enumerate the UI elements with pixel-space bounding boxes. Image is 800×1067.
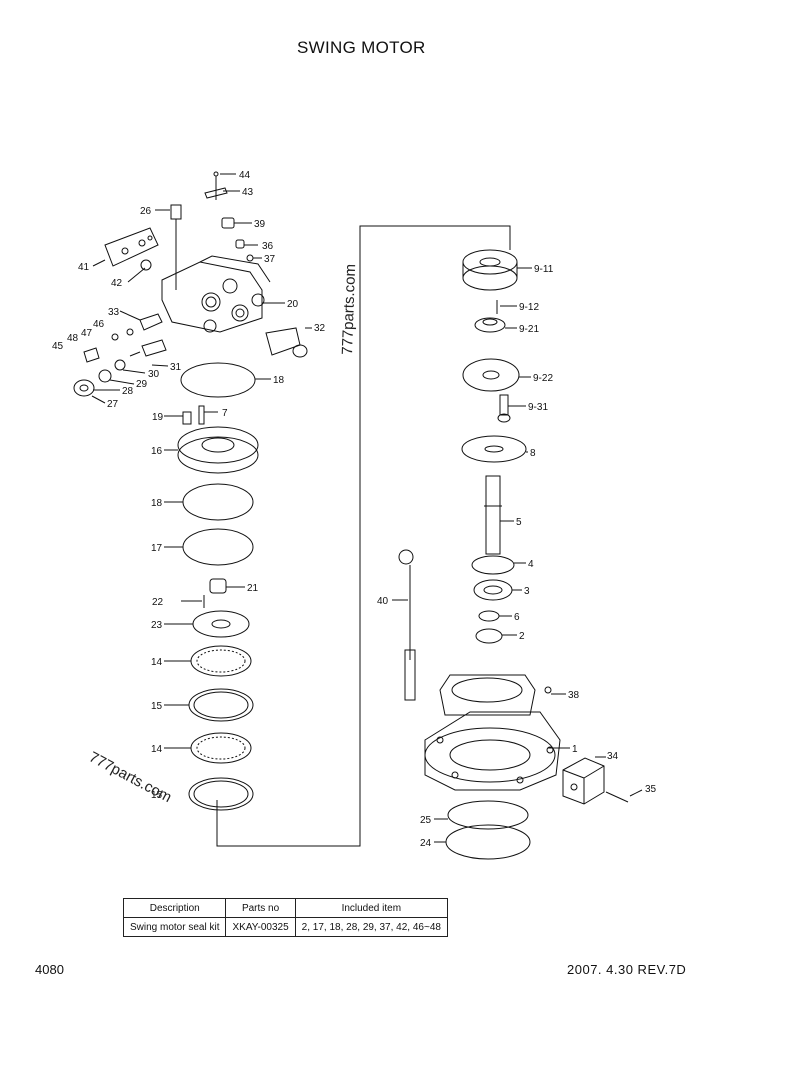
callout: 20 xyxy=(287,299,299,310)
callout: 38 xyxy=(568,690,580,701)
table-row: Swing motor seal kit XKAY-00325 2, 17, 1… xyxy=(122,917,448,937)
valve-block-assembly xyxy=(73,171,308,397)
callout: 9-11 xyxy=(534,264,554,275)
callout: 44 xyxy=(239,170,251,181)
callout: 8 xyxy=(530,448,536,459)
callout: 23 xyxy=(151,620,163,631)
drive-shaft-5 xyxy=(485,475,501,555)
o-ring-25 xyxy=(447,800,529,830)
callout: 15 xyxy=(151,701,163,712)
parts-table: Description Parts no Included item Swing… xyxy=(122,898,448,937)
callout: 36 xyxy=(262,241,274,252)
callout: 24 xyxy=(420,838,432,849)
callout: 27 xyxy=(107,399,119,410)
table-header-row: Description Parts no Included item xyxy=(122,898,448,918)
o-ring-18a xyxy=(180,362,256,398)
callout: 5 xyxy=(516,517,522,528)
table-cell: Swing motor seal kit xyxy=(122,917,227,937)
callout: 37 xyxy=(264,254,276,265)
callout: 30 xyxy=(148,369,160,380)
callout: 21 xyxy=(247,583,259,594)
callout: 17 xyxy=(151,543,163,554)
callout: 41 xyxy=(78,262,90,273)
column-header: Parts no xyxy=(225,898,296,918)
callout: 1 xyxy=(572,744,578,755)
callout: 9-31 xyxy=(528,402,548,413)
callout: 7 xyxy=(222,408,228,419)
plate-23 xyxy=(192,610,250,638)
page-number: 4080 xyxy=(35,962,64,977)
callout: 18 xyxy=(151,498,163,509)
cylinder-block-9-11 xyxy=(462,249,518,291)
callout: 31 xyxy=(170,362,182,373)
table-cell: 2, 17, 18, 28, 29, 37, 42, 46~48 xyxy=(294,917,448,937)
swash-plate-8 xyxy=(461,435,527,463)
callout: 39 xyxy=(254,219,266,230)
callout: 42 xyxy=(111,278,123,289)
o-ring-24 xyxy=(445,824,531,860)
callout: 48 xyxy=(67,333,79,344)
callout: 46 xyxy=(93,319,105,330)
callout: 16 xyxy=(151,446,163,457)
o-ring-17 xyxy=(182,528,254,566)
callout: 19 xyxy=(152,412,164,423)
assembly-connector-line xyxy=(216,225,511,847)
callout: 29 xyxy=(136,379,148,390)
callout: 34 xyxy=(607,751,619,762)
callout: 32 xyxy=(314,323,326,334)
separator-plate-15b xyxy=(188,777,254,811)
callout: 47 xyxy=(81,328,93,339)
callout: 15 xyxy=(151,790,163,801)
table-cell: XKAY-00325 xyxy=(225,917,296,937)
callout: 9-12 xyxy=(519,302,539,313)
callout: 18 xyxy=(273,375,285,386)
callout: 2 xyxy=(519,631,525,642)
callout: 35 xyxy=(645,784,657,795)
watermark: 777parts.com xyxy=(86,749,174,807)
callout: 33 xyxy=(108,307,120,318)
column-header: Description xyxy=(122,898,227,918)
distributor-plate-16 xyxy=(177,426,259,474)
callout: 9-21 xyxy=(519,324,539,335)
callout: 45 xyxy=(52,341,64,352)
retainer-plate-9-22 xyxy=(462,358,520,392)
page-title: SWING MOTOR xyxy=(297,38,426,57)
callout: 4 xyxy=(528,559,534,570)
callout: 25 xyxy=(420,815,432,826)
callout: 3 xyxy=(524,586,530,597)
callout: 28 xyxy=(122,386,134,397)
callout: 43 xyxy=(242,187,254,198)
o-ring-18b xyxy=(182,483,254,521)
callout: 40 xyxy=(377,596,389,607)
callout: 26 xyxy=(140,206,152,217)
callout: 9-22 xyxy=(533,373,553,384)
callout: 6 xyxy=(514,612,520,623)
column-header: Included item xyxy=(294,898,448,918)
callout: 14 xyxy=(151,744,163,755)
revision-date: 2007. 4.30 REV.7D xyxy=(567,962,687,977)
relief-block-34 xyxy=(562,757,605,805)
motor-housing-1 xyxy=(424,674,561,791)
callout: 22 xyxy=(152,597,164,608)
watermark: 777parts.com xyxy=(339,264,359,355)
separator-plate-15a xyxy=(188,688,254,722)
callout-labels: 44 43 26 39 36 37 41 42 20 33 47 46 48 4… xyxy=(52,170,657,849)
callout: 14 xyxy=(151,657,163,668)
